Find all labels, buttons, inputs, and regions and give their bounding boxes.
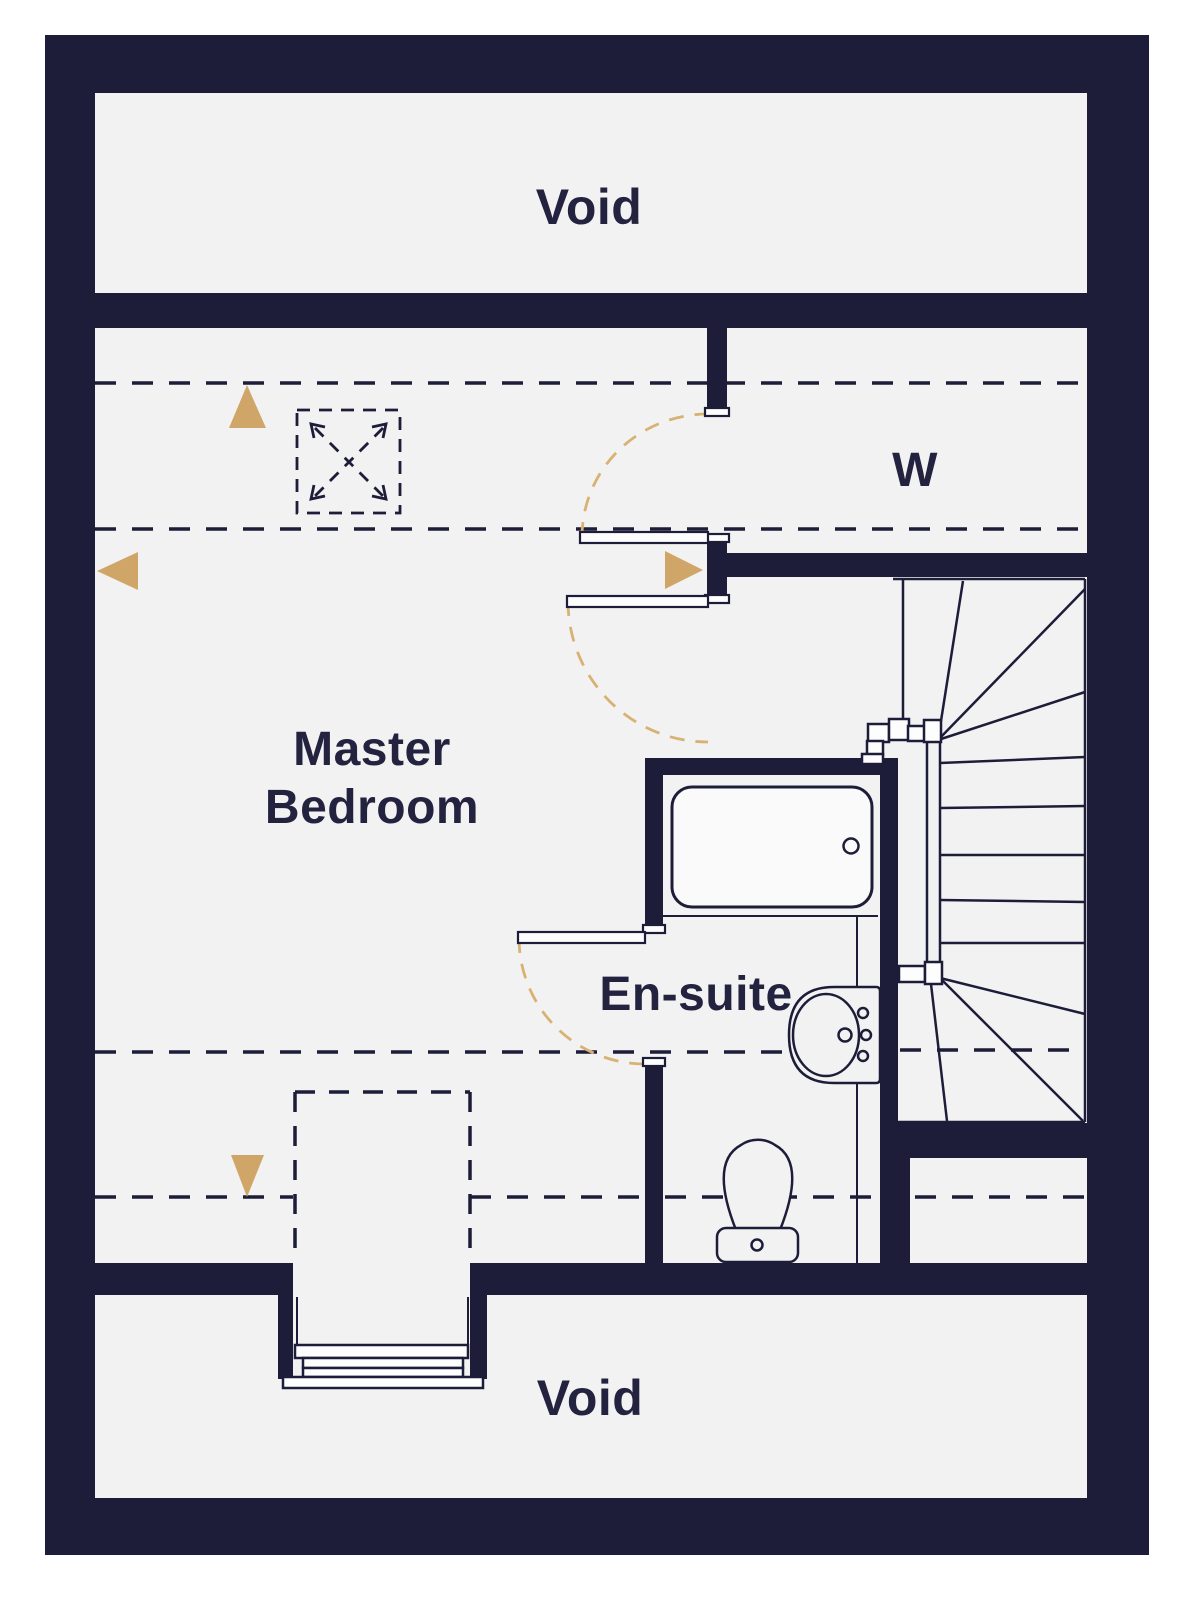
ceiling-height-dashed-lines [95, 381, 1085, 1199]
direction-arrow-right-icon [665, 551, 703, 589]
door-frame-cap [641, 1056, 667, 1068]
direction-arrow-up-icon [229, 385, 266, 428]
floor-areas [95, 93, 1087, 1498]
door-swing-arc-bedroom [566, 600, 709, 744]
label-master-bedroom-line2: Bedroom [264, 781, 480, 834]
bed-outline-dashed [293, 1090, 472, 1345]
label-void-top: Void [535, 179, 643, 235]
ensuite-partition-line [663, 915, 878, 1263]
door-swing-arcs [517, 412, 709, 1066]
label-ensuite: En-suite [599, 968, 793, 1021]
label-void-bottom: Void [536, 1370, 644, 1426]
skylight-symbol [295, 408, 402, 515]
direction-arrow-left-icon [97, 552, 138, 590]
label-wardrobe: W [892, 444, 938, 497]
door-leaf-wardrobe [578, 530, 710, 545]
bath [670, 785, 874, 909]
internal-walls [95, 293, 1087, 1379]
door-swing-arc-wardrobe [580, 412, 709, 538]
door-leaves [516, 406, 731, 1068]
label-master-bedroom: Master Bedroom [265, 721, 479, 837]
door-leaf-ensuite [516, 930, 647, 945]
direction-arrow-down-icon [231, 1155, 264, 1197]
door-leaf-bedroom [565, 594, 710, 609]
label-master-bedroom-line1: Master [293, 723, 451, 776]
direction-arrows [97, 385, 703, 1197]
toilet [715, 1138, 800, 1264]
dormer-window [281, 1343, 485, 1390]
basin [787, 985, 882, 1085]
door-frame-cap [641, 923, 667, 935]
door-swing-arc-ensuite [517, 937, 646, 1066]
door-frame-cap [703, 406, 731, 418]
winder-staircase [860, 577, 1087, 1124]
